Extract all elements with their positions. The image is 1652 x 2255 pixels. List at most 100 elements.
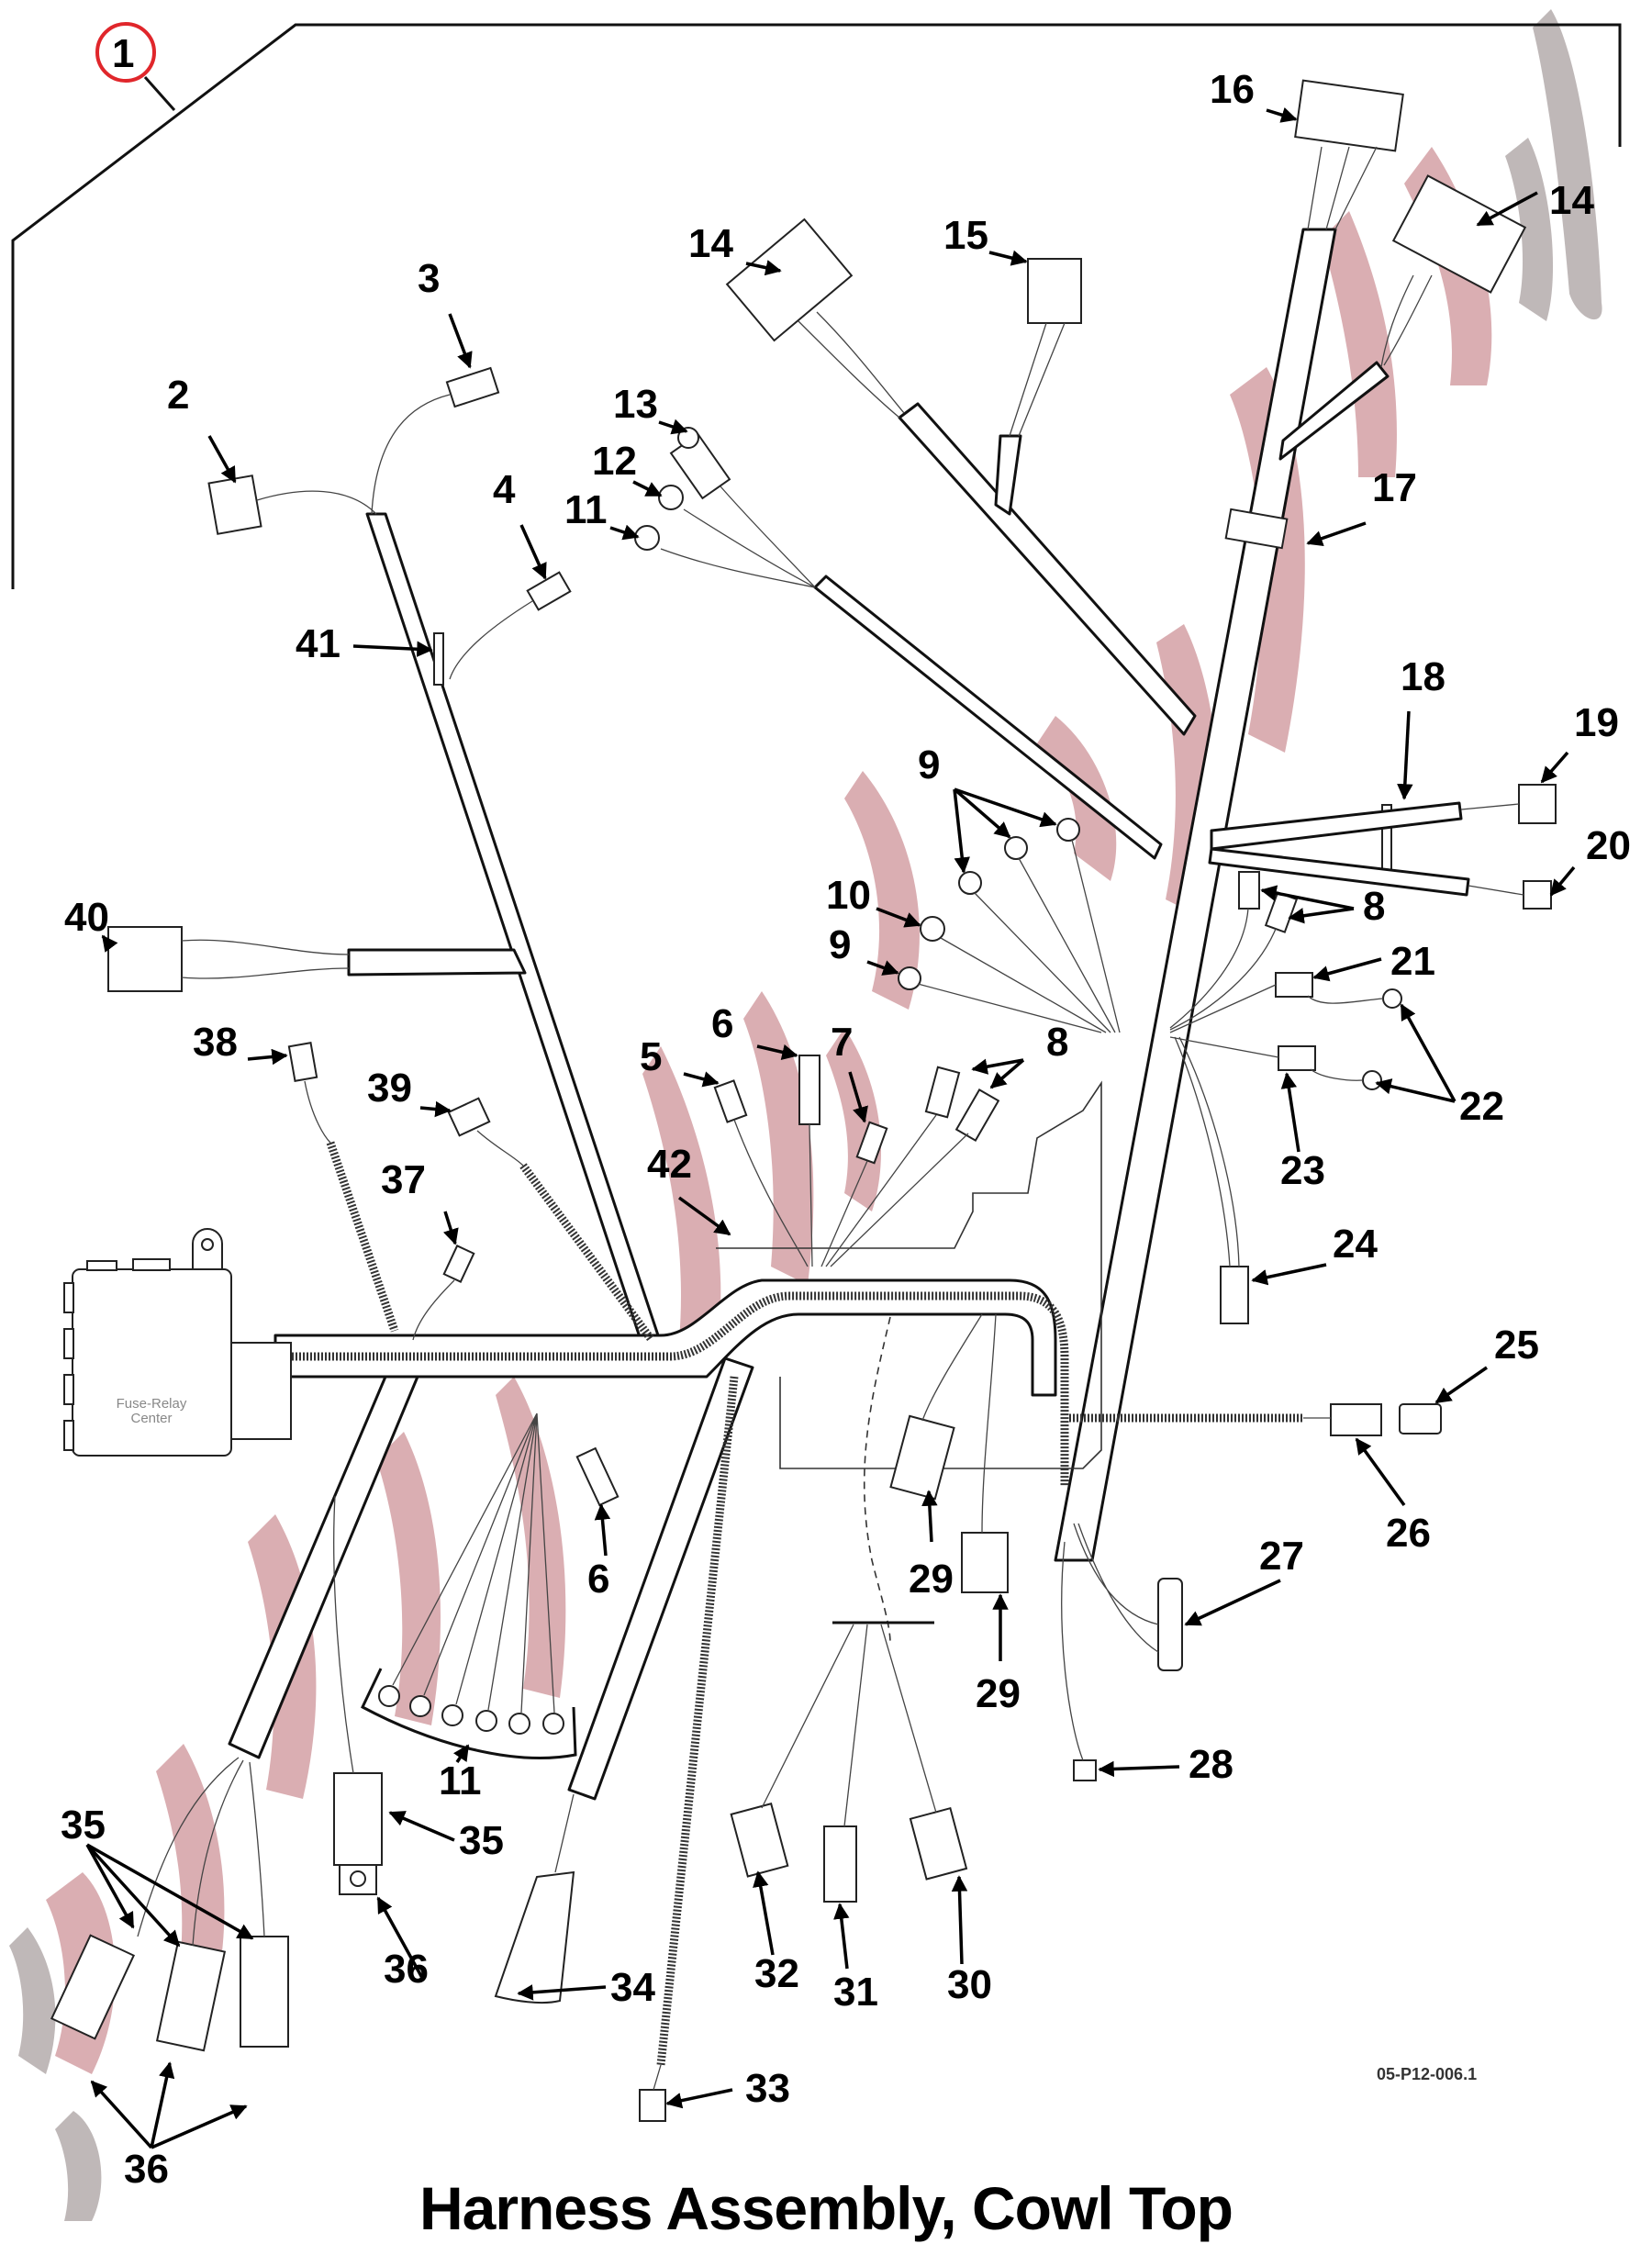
ring-terminal-10[interactable] xyxy=(920,916,945,942)
connector-34[interactable] xyxy=(494,1870,575,2004)
callout-21[interactable]: 21 xyxy=(1312,939,1435,984)
connector-25[interactable] xyxy=(1399,1403,1442,1434)
connector-39[interactable] xyxy=(447,1097,491,1137)
ring-terminal-9c[interactable] xyxy=(958,871,982,895)
callout-23[interactable]: 23 xyxy=(1280,1072,1325,1193)
lamp-socket-36-a[interactable] xyxy=(333,1772,383,1866)
connector-40[interactable] xyxy=(107,926,183,992)
callout-9[interactable]: 9 xyxy=(918,742,1057,874)
callout-label[interactable]: 22 xyxy=(1459,1084,1504,1129)
callout-label[interactable]: 36 xyxy=(124,2147,169,2192)
lamp-socket-36-c[interactable] xyxy=(155,1940,227,2052)
connector-3[interactable] xyxy=(445,366,500,408)
connector-8-center-b[interactable] xyxy=(954,1088,1000,1143)
callout-label[interactable]: 8 xyxy=(1046,1020,1068,1065)
callout-6[interactable]: 6 xyxy=(711,1001,798,1060)
connector-29-upper[interactable] xyxy=(889,1414,955,1501)
callout-39[interactable]: 39 xyxy=(367,1066,452,1118)
connector-8-right-b[interactable] xyxy=(1264,891,1299,933)
callout-29[interactable]: 29 xyxy=(909,1490,954,1602)
connector-29-lower[interactable] xyxy=(961,1532,1009,1593)
callout-label[interactable]: 37 xyxy=(381,1157,426,1202)
callout-label[interactable]: 21 xyxy=(1390,939,1435,984)
callout-label[interactable]: 25 xyxy=(1494,1323,1539,1368)
ring-terminal-28[interactable] xyxy=(1073,1759,1097,1781)
connector-24[interactable] xyxy=(1220,1266,1249,1324)
callout-label[interactable]: 41 xyxy=(296,621,340,666)
callout-label[interactable]: 14 xyxy=(1549,178,1594,223)
callout-label[interactable]: 12 xyxy=(592,439,637,484)
connector-26[interactable] xyxy=(1330,1403,1382,1436)
connector-6-top[interactable] xyxy=(798,1055,820,1125)
connector-16[interactable] xyxy=(1294,79,1404,152)
connector-23[interactable] xyxy=(1278,1045,1316,1071)
callout-36[interactable]: 36 xyxy=(90,2061,248,2192)
callout-label[interactable]: 35 xyxy=(61,1803,106,1848)
callout-32[interactable]: 32 xyxy=(753,1870,799,1996)
ring-terminal-9d[interactable] xyxy=(898,966,921,990)
callout-label[interactable]: 8 xyxy=(1363,884,1385,929)
connector-19[interactable] xyxy=(1518,784,1557,824)
connector-15[interactable] xyxy=(1027,258,1082,324)
callout-8[interactable]: 8 xyxy=(1260,884,1385,929)
connector-5[interactable] xyxy=(713,1079,748,1123)
callout-29[interactable]: 29 xyxy=(976,1593,1021,1716)
callout-33[interactable]: 33 xyxy=(665,2066,790,2111)
ring-terminal-22a[interactable] xyxy=(1382,988,1402,1009)
ring-terminal-22b[interactable] xyxy=(1362,1070,1382,1090)
callout-label[interactable]: 42 xyxy=(647,1142,692,1187)
callout-label[interactable]: 29 xyxy=(976,1671,1021,1716)
callout-label[interactable]: 4 xyxy=(493,467,516,512)
callout-label[interactable]: 26 xyxy=(1386,1511,1431,1556)
connector-14-center[interactable] xyxy=(725,218,854,342)
connector-31[interactable] xyxy=(823,1825,857,1903)
callout-27[interactable]: 27 xyxy=(1184,1534,1304,1626)
callout-label[interactable]: 10 xyxy=(826,873,871,918)
callout-label[interactable]: 27 xyxy=(1259,1534,1304,1579)
callout-15[interactable]: 15 xyxy=(943,213,1028,266)
callout-38[interactable]: 38 xyxy=(193,1020,288,1066)
callout-label[interactable]: 9 xyxy=(829,922,851,967)
callout-label[interactable]: 20 xyxy=(1586,823,1631,868)
callout-label[interactable]: 7 xyxy=(831,1020,853,1065)
callout-41[interactable]: 41 xyxy=(296,621,433,666)
connector-38[interactable] xyxy=(287,1042,318,1082)
connector-2[interactable] xyxy=(207,474,262,535)
callout-11[interactable]: 11 xyxy=(564,487,640,541)
callout-6[interactable]: 6 xyxy=(587,1503,611,1602)
callout-label[interactable]: 31 xyxy=(833,1970,878,2015)
callout-3[interactable]: 3 xyxy=(418,256,473,369)
callout-1[interactable]: 1 xyxy=(112,31,134,76)
connector-8-center-a[interactable] xyxy=(924,1066,961,1119)
connector-20[interactable] xyxy=(1523,880,1552,910)
callout-42[interactable]: 42 xyxy=(647,1142,731,1236)
ring-terminal-9b[interactable] xyxy=(1004,836,1028,860)
connector-4[interactable] xyxy=(526,571,572,611)
ring-terminal-12[interactable] xyxy=(658,485,684,510)
callout-40[interactable]: 40 xyxy=(64,895,118,953)
connector-27[interactable] xyxy=(1157,1578,1183,1671)
callout-22[interactable]: 22 xyxy=(1375,1003,1504,1129)
callout-20[interactable]: 20 xyxy=(1549,823,1631,897)
connector-37[interactable] xyxy=(442,1245,475,1283)
callout-17[interactable]: 17 xyxy=(1306,465,1417,547)
connector-33[interactable] xyxy=(639,2089,666,2122)
connector-8-right-a[interactable] xyxy=(1238,871,1260,910)
callout-11[interactable]: 11 xyxy=(439,1744,482,1803)
callout-9[interactable]: 9 xyxy=(829,922,899,976)
callout-35[interactable]: 35 xyxy=(388,1811,504,1863)
callout-4[interactable]: 4 xyxy=(493,467,547,580)
callout-label[interactable]: 38 xyxy=(193,1020,238,1065)
callout-7[interactable]: 7 xyxy=(831,1020,868,1123)
connector-7[interactable] xyxy=(855,1121,888,1165)
callout-label[interactable]: 39 xyxy=(367,1066,412,1111)
callout-26[interactable]: 26 xyxy=(1355,1437,1431,1556)
lamp-socket-36-d[interactable] xyxy=(240,1936,289,2048)
callout-label[interactable]: 40 xyxy=(64,895,109,940)
callout-8[interactable]: 8 xyxy=(971,1020,1068,1089)
callout-14[interactable]: 14 xyxy=(1476,178,1594,227)
callout-label[interactable]: 5 xyxy=(640,1034,662,1079)
callout-label[interactable]: 17 xyxy=(1372,465,1417,510)
connector-32[interactable] xyxy=(730,1803,789,1878)
callout-37[interactable]: 37 xyxy=(381,1157,459,1245)
